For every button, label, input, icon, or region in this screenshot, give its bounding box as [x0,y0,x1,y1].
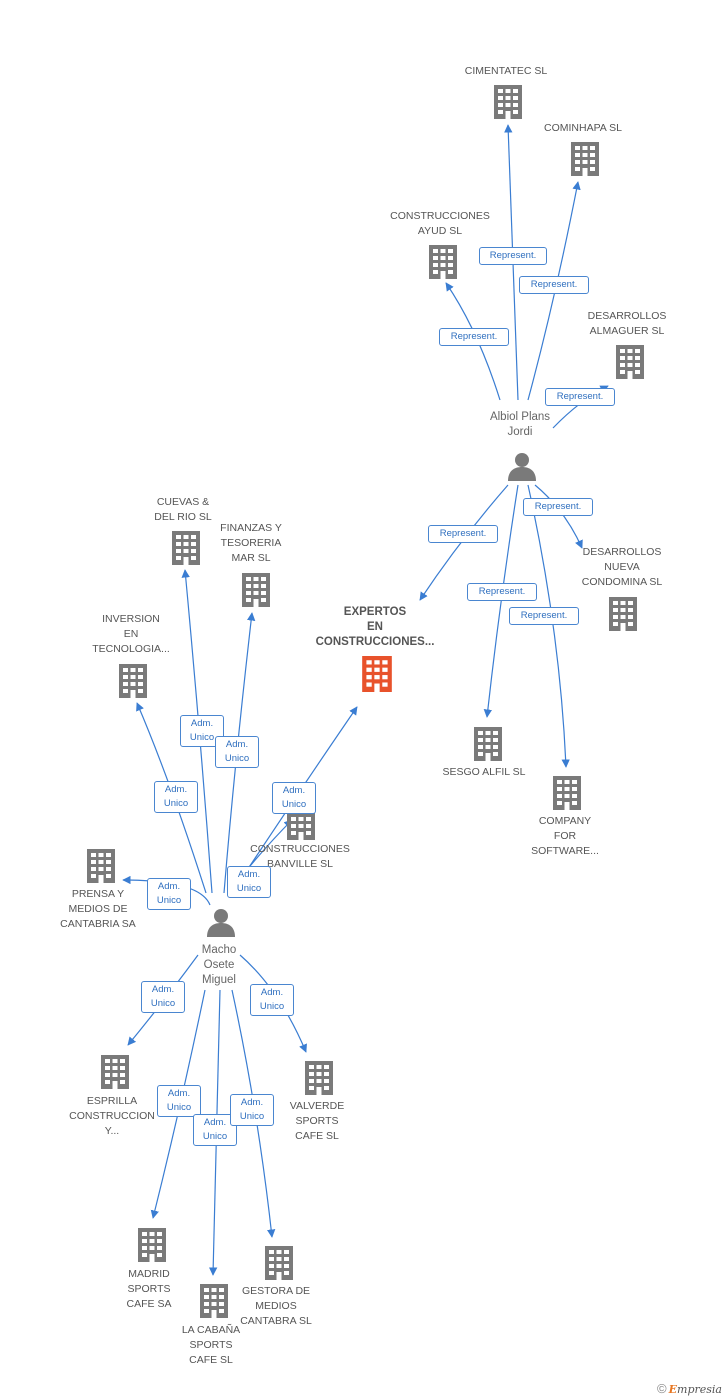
node-label-banville[interactable]: CONSTRUCCIONES BANVILLE SL [250,843,350,870]
edge-label-adm-banville: Adm. Unico [227,866,271,898]
node-label-ayud[interactable]: CONSTRUCCIONES AYUD SL [390,210,490,237]
edge-albiol-sesgo [483,484,519,718]
building-icon-valverde[interactable] [305,1061,333,1095]
building-icon-gestora[interactable] [265,1246,293,1280]
edge-label-represent-cimentatec: Represent. [479,247,547,265]
edge-albiol-condomina [534,484,583,549]
node-label-valverde[interactable]: VALVERDE SPORTS CAFE SL [289,1100,345,1142]
edge-label-adm-expertos: Adm. Unico [272,782,316,814]
edge-label-represent-condomina: Represent. [523,498,593,516]
node-label-expertos[interactable]: EXPERTOS EN CONSTRUCCIONES... [315,606,435,648]
node-label-company[interactable]: COMPANY FOR SOFTWARE... [531,815,599,857]
edge-label-adm-prensa: Adm. Unico [147,878,191,910]
node-label-inversion[interactable]: INVERSION EN TECNOLOGIA... [92,613,170,655]
building-icon-company[interactable] [553,776,581,810]
edge-label-represent-cominhapa: Represent. [519,276,589,294]
node-label-finanzas[interactable]: FINANZAS Y TESORERIA MAR SL [220,522,282,564]
building-icon-ayud[interactable] [429,245,457,279]
edge-label-adm-madrid: Adm. Unico [157,1085,201,1117]
node-label-condomina[interactable]: DESARROLLOS NUEVA CONDOMINA SL [581,546,663,588]
node-label-albiol[interactable]: Albiol Plans Jordi [489,411,551,438]
edge-albiol-company [527,484,570,768]
building-icon-almaguer[interactable] [616,345,644,379]
building-icon-cimentatec[interactable] [494,85,522,119]
node-label-cimentatec[interactable]: CIMENTATEC SL [464,65,548,77]
edge-label-represent-expertos: Represent. [428,525,498,543]
node-label-sesgo[interactable]: SESGO ALFIL SL [442,766,526,778]
focus-building-icon[interactable] [362,656,392,692]
person-icon-albiol[interactable] [508,453,536,481]
building-icon-madrid[interactable] [138,1228,166,1262]
node-label-cabana[interactable]: LA CABAÑA SPORTS CAFE SL [181,1324,241,1366]
building-icon-cominhapa[interactable] [571,142,599,176]
building-icon-inversion[interactable] [119,664,147,698]
node-label-esprilla[interactable]: ESPRILLA CONSTRUCCION Y... [69,1095,155,1137]
building-icon-finanzas[interactable] [242,573,270,607]
edges-macho [122,569,358,1276]
edge-label-represent-ayud: Represent. [439,328,509,346]
brand-logo: Empresia [668,1383,722,1396]
edge-label-represent-sesgo: Represent. [467,583,537,601]
edge-label-represent-company: Represent. [509,607,579,625]
node-label-cuevas[interactable]: CUEVAS & DEL RIO SL [154,496,212,523]
edge-label-adm-gestora: Adm. Unico [230,1094,274,1126]
node-label-gestora[interactable]: GESTORA DE MEDIOS CANTABRA SL [240,1285,312,1327]
person-icon-macho[interactable] [207,909,235,937]
node-label-madrid[interactable]: MADRID SPORTS CAFE SA [126,1268,172,1310]
edge-label-adm-finanzas: Adm. Unico [215,736,259,768]
edge-label-adm-cabana: Adm. Unico [193,1114,237,1146]
edge-label-adm-esprilla: Adm. Unico [141,981,185,1013]
building-icon-esprilla[interactable] [101,1055,129,1089]
edge-label-represent-almaguer: Represent. [545,388,615,406]
node-label-prensa[interactable]: PRENSA Y MEDIOS DE CANTABRIA SA [60,888,136,930]
footer-brand: ©Empresia [657,1381,722,1396]
edge-albiol-cominhapa [527,181,581,401]
building-icon-prensa[interactable] [87,849,115,883]
edge-label-adm-inversion: Adm. Unico [154,781,198,813]
node-label-almaguer[interactable]: DESARROLLOS ALMAGUER SL [587,310,667,337]
edge-label-adm-valverde: Adm. Unico [250,984,294,1016]
building-icon-sesgo[interactable] [474,727,502,761]
node-label-macho[interactable]: Macho Osete Miguel [201,944,237,986]
copyright-symbol: © [657,1381,667,1396]
building-icon-condomina[interactable] [609,597,637,631]
node-label-cominhapa[interactable]: COMINHAPA SL [544,122,622,134]
